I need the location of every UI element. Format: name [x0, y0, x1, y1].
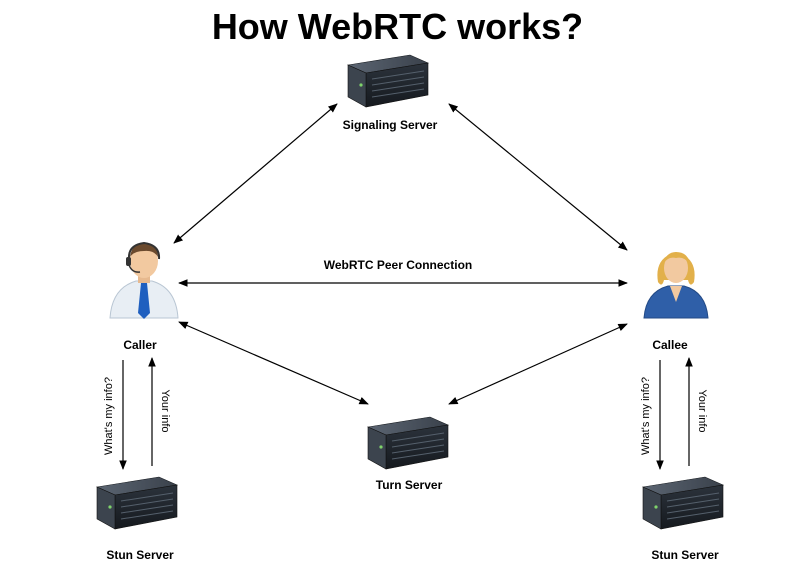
stun-server-left-icon	[96, 476, 178, 530]
arrow-signaling-callee	[448, 103, 628, 251]
peer-connection-label: WebRTC Peer Connection	[323, 258, 473, 272]
left-reply-label: Your info	[159, 389, 171, 432]
right-query-label: What's my info?	[640, 377, 652, 455]
turn-server-label: Turn Server	[375, 478, 443, 492]
arrow-caller-turn	[178, 321, 369, 405]
turn-server-icon	[367, 416, 449, 470]
caller-label: Caller	[123, 338, 157, 352]
stun-server-right-label: Stun Server	[651, 548, 719, 562]
stun-server-left-label: Stun Server	[106, 548, 174, 562]
left-query-label: What's my info?	[103, 377, 115, 455]
arrow-callee-turn	[448, 323, 628, 405]
callee-avatar-icon	[643, 252, 709, 319]
signaling-server-label: Signaling Server	[342, 118, 438, 132]
callee-label: Callee	[652, 338, 688, 352]
stun-server-right-icon	[642, 476, 724, 530]
caller-avatar-icon	[109, 241, 179, 319]
right-reply-label: Your info	[696, 389, 708, 432]
arrow-signaling-caller	[173, 103, 338, 244]
page-title: How WebRTC works?	[211, 6, 584, 47]
signaling-server-icon	[347, 54, 429, 108]
